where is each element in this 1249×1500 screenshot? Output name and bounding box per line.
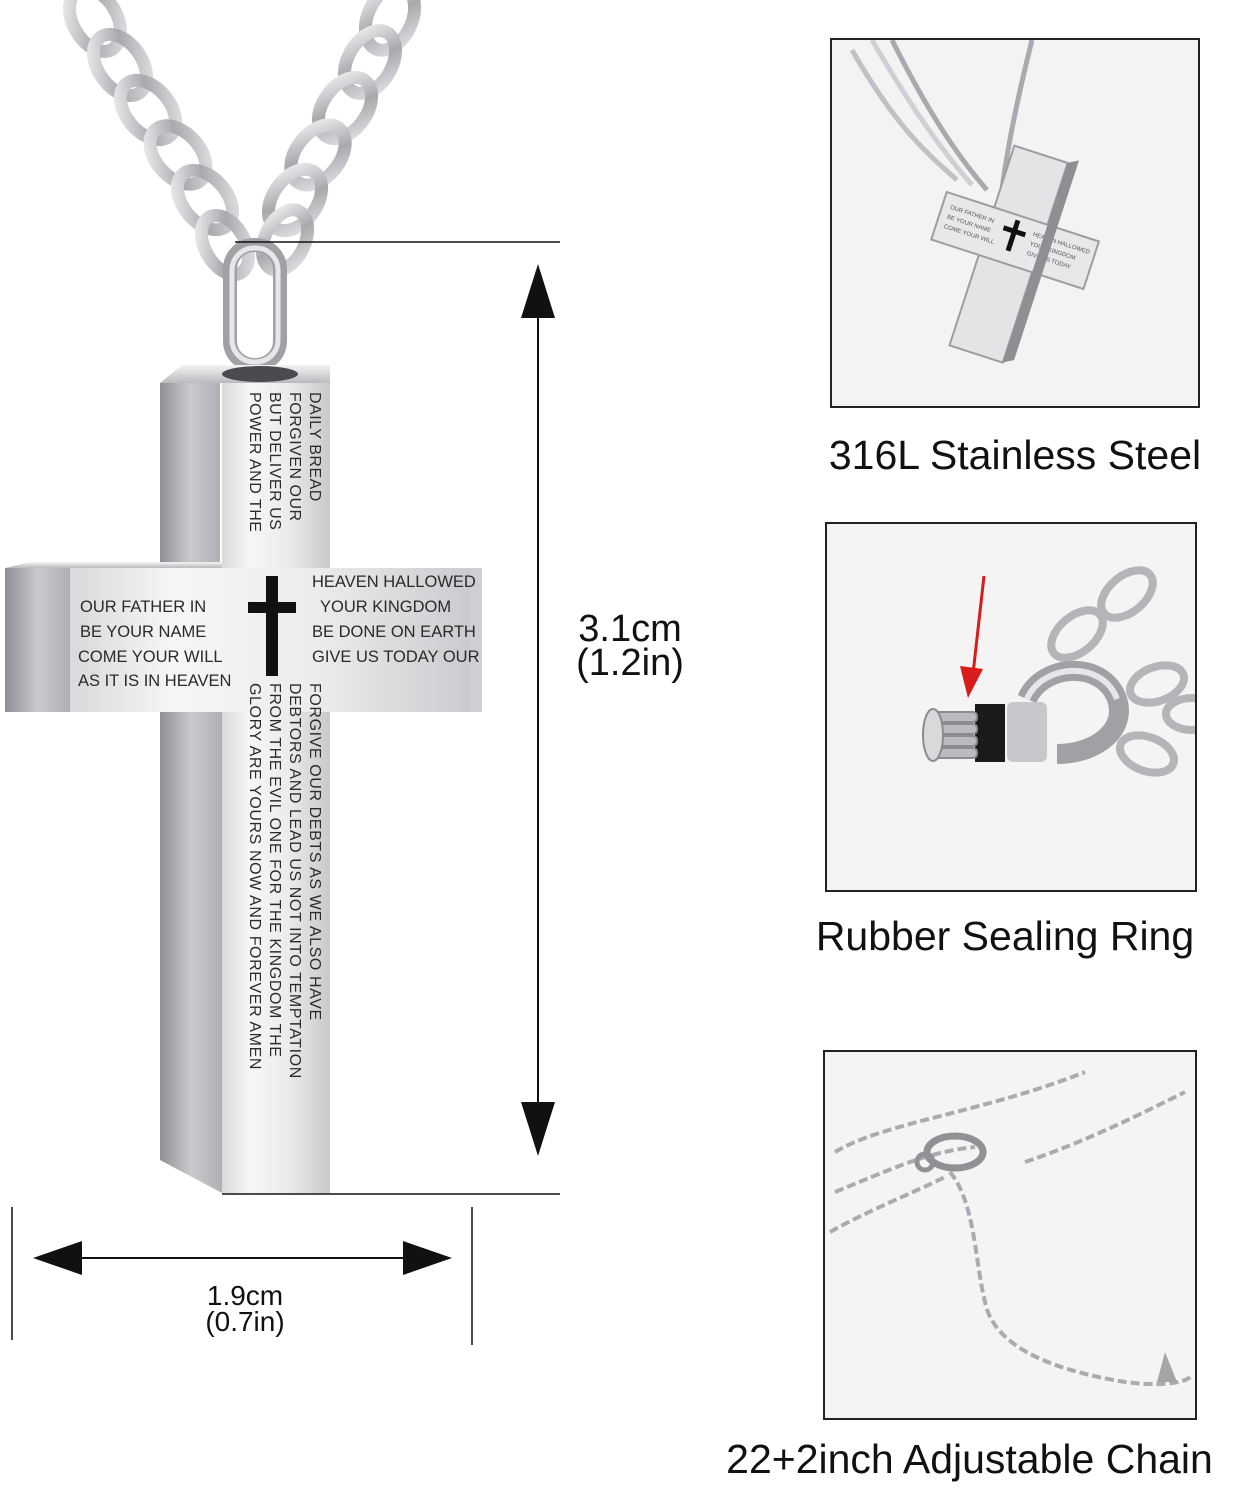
pendant-bail [223, 238, 287, 372]
rubber-ring-photo [825, 522, 1197, 892]
engrave-line: BE YOUR NAME [80, 623, 206, 641]
engrave-line: DAILY BREAD [306, 392, 323, 502]
caption-rubber-ring: Rubber Sealing Ring [815, 913, 1195, 959]
width-cm: 1.9cm [206, 1280, 284, 1311]
height-dimension [222, 241, 560, 1195]
engrave-line: GIVE US TODAY OUR [312, 648, 480, 666]
width-in: (0.7in) [205, 1306, 285, 1337]
engraving-vertical-top: DAILY BREAD FORGIVEN OUR BUT DELIVER US … [246, 392, 323, 532]
chain-left [62, 0, 256, 281]
height-label: 3.1cm (1.2in) [530, 608, 730, 684]
engrave-line: FORGIVE OUR DEBTS AS WE ALSO HAVE [306, 683, 323, 1021]
engrave-line: BUT DELIVER US [266, 392, 283, 530]
stainless-steel-photo: OUR FATHER IN BE YOUR NAME COME YOUR WIL… [830, 38, 1200, 408]
engraving-vertical-bottom: FORGIVE OUR DEBTS AS WE ALSO HAVE DEBTOR… [246, 683, 323, 1079]
caption-stainless-steel: 316L Stainless Steel [828, 432, 1202, 478]
chain-right [255, 0, 422, 277]
engrave-line: DEBTORS AND LEAD US NOT INTO TEMPTATION [286, 683, 303, 1079]
adjustable-chain-photo [823, 1050, 1197, 1420]
engraving-right-arm: HEAVEN HALLOWED YOUR KINGDOM BE DONE ON … [312, 573, 480, 666]
engrave-line: HEAVEN HALLOWED [312, 573, 476, 591]
engrave-line: FORGIVEN OUR [286, 392, 303, 522]
width-label: 1.9cm (0.7in) [160, 1280, 330, 1337]
cross-pendant [5, 365, 482, 1193]
engrave-line: BE DONE ON EARTH [312, 623, 476, 641]
engrave-line: POWER AND THE [246, 392, 263, 532]
engrave-line: AS IT IS IN HEAVEN [78, 672, 231, 690]
black-cross-symbol [248, 576, 296, 676]
width-dimension [11, 1207, 473, 1345]
engrave-line: OUR FATHER IN [80, 598, 206, 616]
pendant-main-image: DAILY BREAD FORGIVEN OUR BUT DELIVER US … [5, 0, 560, 1345]
engraving-left-arm: OUR FATHER IN BE YOUR NAME COME YOUR WIL… [78, 598, 231, 690]
engrave-line: COME YOUR WILL [78, 648, 223, 666]
caption-adjustable-chain: 22+2inch Adjustable Chain [726, 1436, 1213, 1482]
height-cm: 3.1cm [578, 608, 682, 650]
red-arrow-icon [960, 575, 986, 698]
engrave-line: GLORY ARE YOURS NOW AND FOREVER AMEN [246, 683, 263, 1070]
engrave-line: YOUR KINGDOM [320, 598, 451, 616]
engrave-line: FROM THE EVIL ONE FOR THE KINGDOM THE [266, 683, 283, 1058]
height-in: (1.2in) [576, 642, 684, 684]
